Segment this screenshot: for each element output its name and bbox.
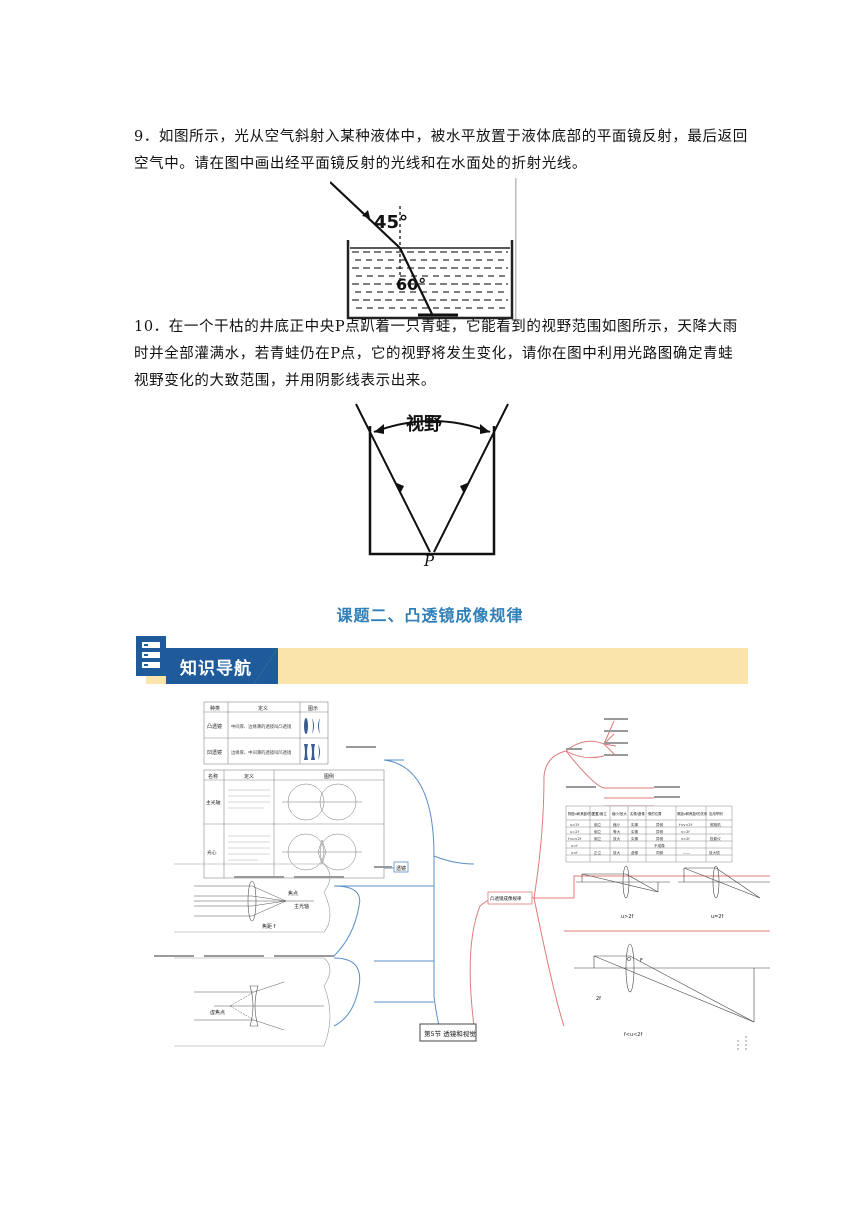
angle-60-label: 60° [396,275,426,294]
question-10-figure: 视野 P [355,403,509,568]
question-10-text: 10．在一个干枯的井底正中央P点趴着一只青蛙，它能看到的视野范围如图所示，天降大… [134,319,738,389]
imaging-r2-c3: 实像 [631,836,639,841]
imaging-r2-c5: v>2f [681,837,690,841]
lens-table [203,701,329,765]
concave-focus-diagram: 虚焦点 [174,957,331,1047]
branch-lens: 透镜 [396,865,406,872]
imaging-r1-c1: 倒立 [594,829,602,834]
diagram-focus-label: F [640,958,643,964]
imaging-r2-c6: 投影仪 [710,836,721,841]
imaging-r0-c1: 倒立 [594,822,602,827]
terms-table [203,769,385,879]
imaging-header-2: 缩小/放大 [612,811,627,816]
lens-table-header-fig: 图示 [308,706,318,712]
view-label: 视野 [406,413,442,435]
lens-row-concave: 凹透镜 [207,749,222,756]
label-focus: 焦点 [288,890,298,897]
imaging-r1-c4: 异侧 [656,829,664,834]
imaging-table [565,805,733,863]
imaging-r1-c5: v=2f [681,830,690,834]
imaging-r0-c6: 照相机 [710,822,721,827]
lens-table-header-def: 定义 [258,705,268,712]
branch-imaging: 凸透镜成像规律 [490,895,522,902]
imaging-r2-c4: 异侧 [656,836,664,841]
imaging-r0-c3: 实像 [631,822,639,827]
nav-banner-tab-corner [254,648,282,684]
imaging-r0-c5: f<v<2f [679,823,693,827]
imaging-r0-c0: u>2f [570,823,580,827]
imaging-r4-c1: 正立 [594,850,602,855]
term-principal-axis: 主光轴 [206,799,221,806]
angle-45-label: 45° [374,212,408,233]
convex-focus-diagram: 焦点 主光轴 焦距 f [174,863,331,933]
imaging-r2-c0: f<u<2f [568,837,582,841]
mindmap-leaf-notes [154,718,680,957]
imaging-ray-diagrams [574,865,770,1052]
imaging-r0-c4: 异侧 [656,822,664,827]
imaging-r4-c6: 放大镜 [709,850,720,855]
section-title: 课题二、凸透镜成像规律 [336,606,524,625]
imaging-header-3: 实像/虚像 [630,811,645,816]
point-p-label: P [423,552,435,568]
imaging-r2-c2: 放大 [613,836,621,841]
imaging-header-1: 正立/倒立 [592,811,607,816]
lens-def-convex: 中间厚、边缘薄的透镜叫凸透镜 [231,723,292,730]
terms-header-fig: 图例 [324,773,334,780]
lens-row-convex: 凸透镜 [207,723,222,730]
imaging-header-6: 应用举例 [709,811,723,816]
imaging-r4-c4: 同侧 [656,850,664,855]
book-stack-icon [136,636,166,676]
imaging-r4-c3: 虚像 [631,850,639,855]
imaging-r3-c3: 不成像 [654,843,665,848]
lens-def-concave: 边缘厚、中间薄的透镜叫凹透镜 [231,749,292,756]
question-9-figure: 45° 60° [330,178,517,322]
diagram-center-label: O [627,957,631,963]
lens-shape-icons [304,718,320,760]
imaging-r4-c0: u<f [571,851,578,855]
imaging-r1-c0: u=2f [570,830,580,834]
imaging-r0-c2: 缩小 [613,822,621,827]
question-9-text: 9．如图所示，光从空气斜射入某种液体中，被水平放置于液体底部的平面镜反射，最后返… [134,129,748,172]
imaging-r4-c2: 放大 [613,850,621,855]
imaging-r2-c1: 倒立 [594,836,602,841]
lens-table-header-kind: 种类 [210,705,220,712]
diagram-2f-label: 2f [596,996,601,1002]
mindmap: 第5节 透镜和视觉 透镜 凸透镜成像规律 种类 定义 图示 凸透镜 凹透镜 中间… [154,701,770,1052]
terms-header-def: 定义 [244,773,254,780]
term-optical-center: 光心 [207,849,217,856]
imaging-r4-c5: —— [683,851,691,855]
terms-def-lines [228,789,270,861]
label-focal-length: 焦距 f [262,923,276,930]
diagram-caption-2: u=2f [711,914,724,920]
imaging-r1-c2: 等大 [613,829,621,834]
label-virtual-focus: 虚焦点 [210,1009,225,1016]
terms-header-name: 名称 [208,773,218,780]
terms-figures [282,783,362,871]
imaging-r3-c0: u=f [571,844,578,848]
imaging-header-0: 物距u和焦距f的关系 [568,811,599,816]
diagram-caption-1: u>2f [621,914,634,920]
diagram-caption-3: f<u<2f [624,1032,642,1038]
label-principal-axis: 主光轴 [294,903,309,910]
imaging-header-5: 像距v和焦距f的关系 [677,811,708,816]
imaging-r1-c3: 实像 [631,829,639,834]
nav-banner-label: 知识导航 [180,659,252,679]
mindmap-root: 第5节 透镜和视觉 [424,1029,476,1038]
imaging-header-4: 像的位置 [648,811,662,816]
